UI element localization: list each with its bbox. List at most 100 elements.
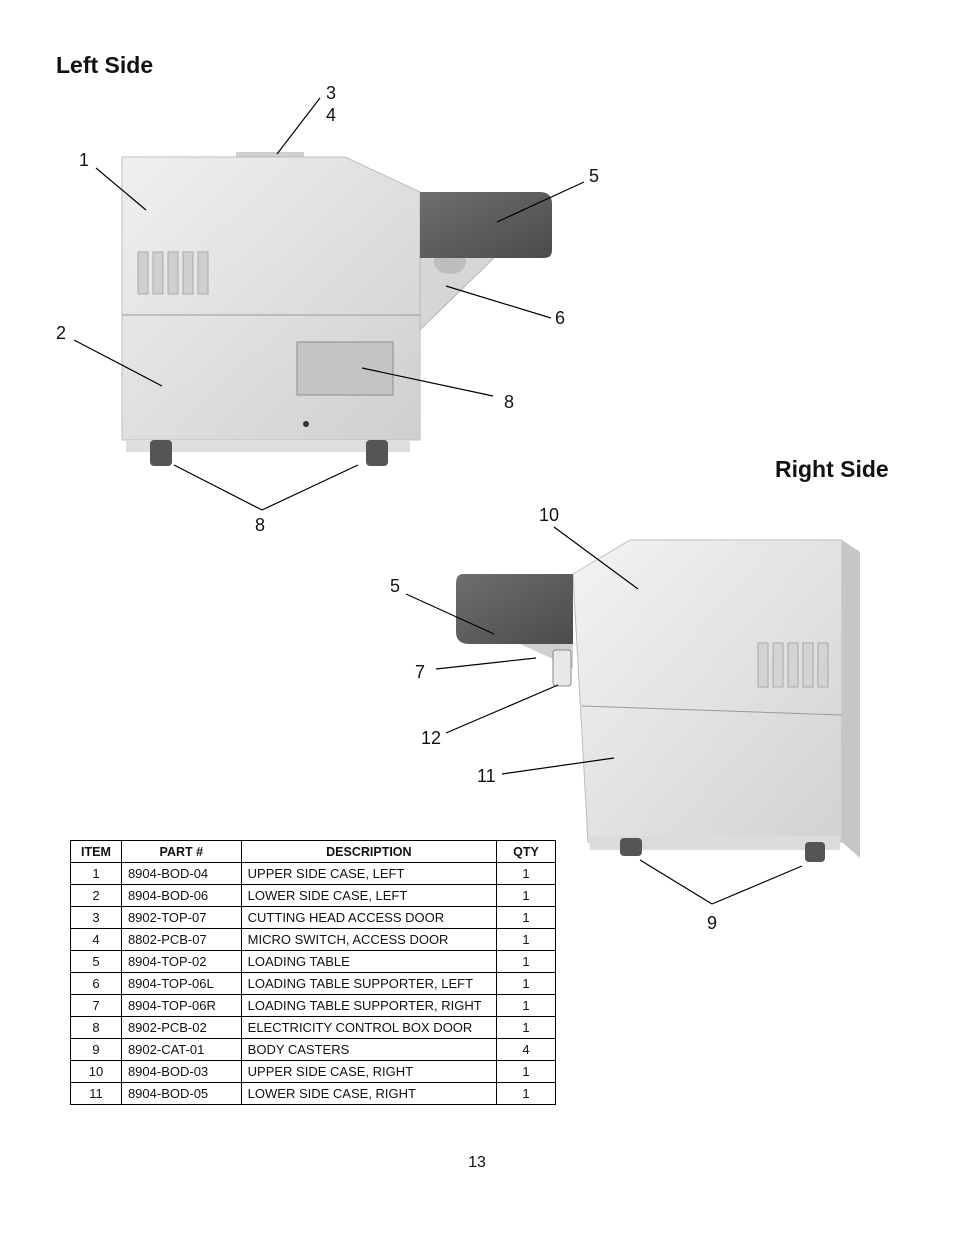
cutting-head-access-door bbox=[236, 152, 304, 157]
cell-item: 8 bbox=[70, 1016, 122, 1039]
cell-qty: 1 bbox=[496, 906, 556, 929]
micro-switch bbox=[552, 649, 572, 687]
right-body-side bbox=[842, 540, 860, 858]
caster-right-rear bbox=[805, 842, 825, 862]
cell-item: 3 bbox=[70, 906, 122, 929]
cell-description: UPPER SIDE CASE, LEFT bbox=[240, 862, 498, 885]
cell-qty: 1 bbox=[496, 950, 556, 973]
cell-item: 9 bbox=[70, 1038, 122, 1061]
cell-part: 8904-BOD-04 bbox=[120, 862, 242, 885]
caster-right bbox=[366, 440, 388, 466]
cell-part: 8902-PCB-02 bbox=[120, 1016, 242, 1039]
header-part: PART # bbox=[120, 840, 242, 863]
keyhole bbox=[303, 421, 309, 427]
control-box-door bbox=[296, 341, 394, 396]
callout-8-door: 8 bbox=[504, 392, 515, 412]
cell-part: 8904-BOD-05 bbox=[120, 1082, 242, 1105]
cell-qty: 4 bbox=[496, 1038, 556, 1061]
cell-qty: 1 bbox=[496, 972, 556, 995]
cell-item: 7 bbox=[70, 994, 122, 1017]
cell-qty: 1 bbox=[496, 994, 556, 1017]
caster-left bbox=[150, 440, 172, 466]
cell-description: ELECTRICITY CONTROL BOX DOOR bbox=[240, 1016, 498, 1039]
page-number: 13 bbox=[468, 1154, 486, 1171]
caster-right-front bbox=[620, 838, 642, 856]
cell-description: LOWER SIDE CASE, LEFT bbox=[240, 884, 498, 907]
cell-part: 8904-BOD-03 bbox=[120, 1060, 242, 1083]
left-body bbox=[121, 156, 421, 441]
cell-description: BODY CASTERS bbox=[240, 1038, 498, 1061]
left-leader-lines bbox=[73, 97, 585, 511]
table-header-row: ITEM PART # DESCRIPTION QTY bbox=[70, 840, 556, 863]
callout-10: 10 bbox=[539, 505, 560, 525]
base-frame-right bbox=[590, 836, 840, 850]
callout-5-right: 5 bbox=[390, 576, 401, 596]
vent-grille-right bbox=[757, 642, 829, 688]
cell-item: 2 bbox=[70, 884, 122, 907]
vent-grille bbox=[137, 251, 209, 295]
callout-11: 11 bbox=[477, 766, 496, 786]
cell-item: 5 bbox=[70, 950, 122, 973]
loading-table-right bbox=[456, 574, 573, 644]
callout-4: 4 bbox=[326, 105, 337, 125]
cell-part: 8904-TOP-06L bbox=[120, 972, 242, 995]
callout-5-left: 5 bbox=[589, 166, 600, 186]
cell-part: 8904-BOD-06 bbox=[120, 884, 242, 907]
callout-12: 12 bbox=[421, 728, 442, 748]
cell-item: 6 bbox=[70, 972, 122, 995]
cell-qty: 1 bbox=[496, 1082, 556, 1105]
cell-description: LOADING TABLE SUPPORTER, RIGHT bbox=[240, 994, 498, 1017]
callout-6: 6 bbox=[555, 308, 566, 328]
cell-part: 8902-CAT-01 bbox=[120, 1038, 242, 1061]
cell-description: UPPER SIDE CASE, RIGHT bbox=[240, 1060, 498, 1083]
cell-qty: 1 bbox=[496, 862, 556, 885]
header-qty: QTY bbox=[496, 840, 556, 863]
cell-part: 8902-TOP-07 bbox=[120, 906, 242, 929]
cell-description: LOADING TABLE bbox=[240, 950, 498, 973]
cell-description: CUTTING HEAD ACCESS DOOR bbox=[240, 906, 498, 929]
callout-7: 7 bbox=[415, 662, 426, 682]
callout-8-casters: 8 bbox=[255, 515, 266, 535]
cell-part: 8802-PCB-07 bbox=[120, 928, 242, 951]
callout-1: 1 bbox=[79, 150, 90, 170]
cell-item: 10 bbox=[70, 1060, 122, 1083]
header-description: DESCRIPTION bbox=[240, 840, 498, 863]
cell-description: LOWER SIDE CASE, RIGHT bbox=[240, 1082, 498, 1105]
right-body bbox=[572, 539, 843, 843]
left-side-machine bbox=[73, 97, 585, 511]
cell-part: 8904-TOP-02 bbox=[120, 950, 242, 973]
cell-description: MICRO SWITCH, ACCESS DOOR bbox=[240, 928, 498, 951]
cell-qty: 1 bbox=[496, 1060, 556, 1083]
cell-item: 1 bbox=[70, 862, 122, 885]
header-item: ITEM bbox=[70, 840, 122, 863]
callout-2: 2 bbox=[56, 323, 67, 343]
cell-item: 11 bbox=[70, 1082, 122, 1105]
cell-qty: 1 bbox=[496, 928, 556, 951]
right-leader-lines bbox=[405, 526, 803, 905]
callout-9: 9 bbox=[707, 913, 718, 933]
cell-qty: 1 bbox=[496, 1016, 556, 1039]
case-seam-right bbox=[581, 705, 843, 716]
cell-item: 4 bbox=[70, 928, 122, 951]
right-side-machine bbox=[405, 526, 860, 905]
right-side-heading: Right Side bbox=[775, 456, 889, 482]
loading-table bbox=[420, 192, 552, 258]
callout-3: 3 bbox=[326, 83, 337, 103]
cell-part: 8904-TOP-06R bbox=[120, 994, 242, 1017]
cell-qty: 1 bbox=[496, 884, 556, 907]
base-frame bbox=[126, 440, 410, 452]
left-side-heading: Left Side bbox=[56, 52, 154, 78]
